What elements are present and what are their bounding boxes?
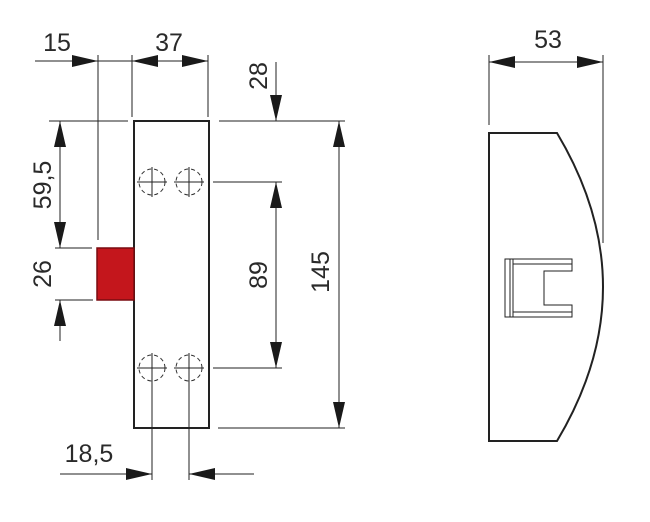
extension-lines [488,55,604,243]
lock-body-front [133,120,210,429]
svg-text:89: 89 [245,261,273,289]
svg-text:18,5: 18,5 [65,440,114,468]
dimension-latch: 59,5 26 [29,121,66,341]
mounting-hole [137,353,167,383]
mounting-hole [174,167,204,197]
svg-text:145: 145 [307,251,335,293]
mounting-holes [137,167,204,383]
lock-body-side [488,132,604,442]
svg-text:15: 15 [43,29,71,57]
extension-lines [49,55,345,480]
side-view: 53 [488,26,604,442]
svg-text:28: 28 [245,62,273,90]
svg-text:59,5: 59,5 [29,161,57,210]
front-view: 15 37 28 89 145 59,5 26 [29,29,345,480]
dimension-18-5: 18,5 [60,440,254,480]
dimension-15: 15 37 [35,29,208,67]
strike-slot [504,258,573,318]
mounting-hole [174,353,204,383]
svg-text:26: 26 [29,260,57,288]
svg-text:37: 37 [155,29,183,57]
latch-bolt [96,247,135,301]
mounting-hole [137,167,167,197]
dimension-vertical-holes: 28 89 [245,62,282,368]
svg-text:53: 53 [534,26,562,54]
dimension-53: 53 [489,26,603,68]
dimension-145: 145 [307,121,345,428]
